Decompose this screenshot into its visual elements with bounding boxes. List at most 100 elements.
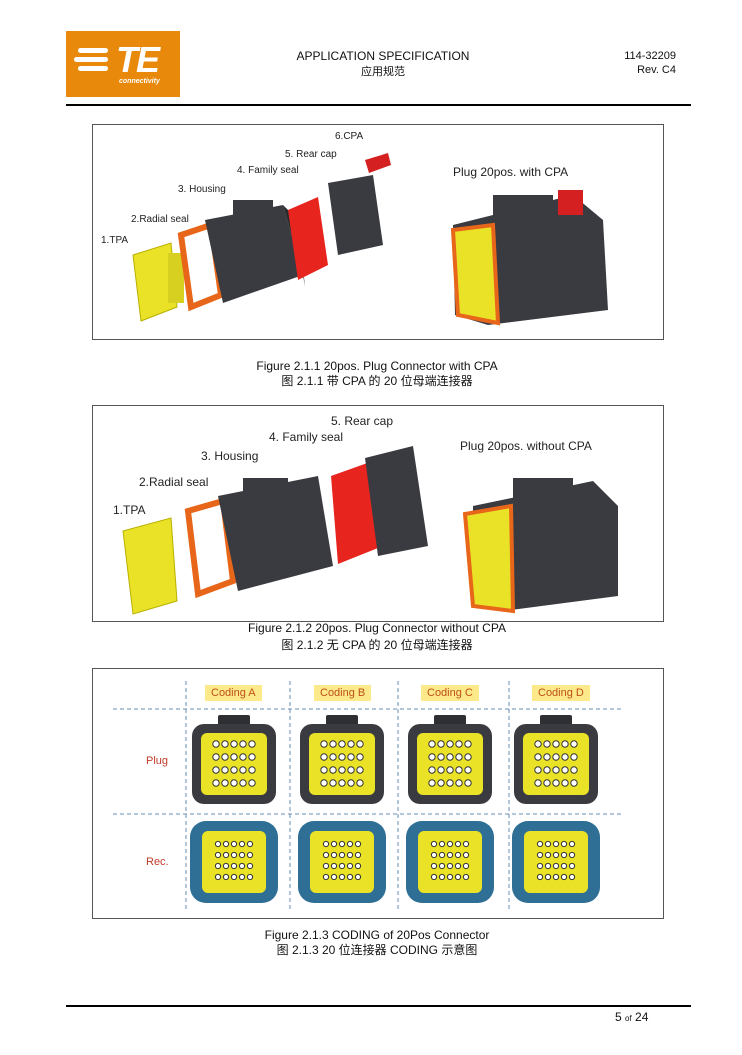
label-housing: 3. Housing — [201, 449, 259, 463]
pin-cavity — [428, 766, 436, 774]
pin-cavity — [239, 779, 247, 787]
pin-cavity — [222, 862, 230, 870]
pin-cavity — [329, 753, 337, 761]
column-coding-d: Coding D — [532, 685, 590, 701]
pin-cavity — [221, 753, 229, 761]
pin-cavity — [246, 840, 254, 848]
pin-cavity — [222, 873, 230, 881]
pin-cavity — [570, 766, 578, 774]
pin-cavity — [536, 873, 544, 881]
plug-tpa — [309, 733, 375, 795]
pin-cavity — [560, 873, 568, 881]
figure-1-caption-cn: 图 2.1.1 带 CPA 的 20 位母端连接器 — [281, 374, 473, 388]
pin-cavity — [347, 766, 355, 774]
pin-cavity — [347, 753, 355, 761]
pin-cavity — [430, 862, 438, 870]
pin-cavity — [552, 779, 560, 787]
pin-cavity — [230, 753, 238, 761]
figure-3: Coding A Coding B Coding C Coding D Plug… — [92, 668, 664, 919]
pin-cavity — [543, 766, 551, 774]
label-family-seal: 4. Family seal — [269, 430, 344, 444]
pin-cavity — [446, 740, 454, 748]
figure-3-caption-en: Figure 2.1.3 CODING of 20Pos Connector — [264, 928, 490, 942]
pin-cavity — [455, 740, 463, 748]
pin-cavity — [356, 779, 364, 787]
pin-cavity — [455, 766, 463, 774]
exploded-view-with-cpa — [132, 153, 608, 326]
label-tpa: 1.TPA — [101, 235, 129, 246]
pin-cavity — [338, 840, 346, 848]
label-radial-seal: 2.Radial seal — [139, 475, 209, 489]
pin-cavity — [437, 779, 445, 787]
pin-cavity — [534, 753, 542, 761]
pin-cavity — [346, 840, 354, 848]
pin-cavity — [320, 753, 328, 761]
pin-cavity — [560, 840, 568, 848]
doc-number: 114-32209 — [624, 50, 676, 62]
current-page: 5 — [615, 1010, 622, 1024]
pin-cavity — [356, 766, 364, 774]
pin-cavity — [238, 873, 246, 881]
pin-cavity — [462, 862, 470, 870]
pin-cavity — [552, 753, 560, 761]
label-housing: 3. Housing — [178, 184, 226, 195]
pin-cavity — [561, 779, 569, 787]
pin-cavity — [464, 753, 472, 761]
label-cpa: 6.CPA — [335, 131, 364, 142]
pin-cavity — [356, 753, 364, 761]
pin-cavity — [347, 740, 355, 748]
pin-cavity — [544, 851, 552, 859]
pin-cavity — [338, 779, 346, 787]
label-tpa: 1.TPA — [113, 503, 146, 517]
pin-cavity — [430, 851, 438, 859]
receptacle-tpa — [202, 831, 266, 893]
pin-cavity — [561, 753, 569, 761]
pin-cavity — [464, 740, 472, 748]
pin-cavity — [346, 873, 354, 881]
exploded-view-without-cpa — [122, 446, 618, 615]
pin-cavity — [446, 840, 454, 848]
pin-cavity — [230, 779, 238, 787]
pin-cavity — [568, 873, 576, 881]
pin-cavity — [322, 873, 330, 881]
of-text: of — [625, 1014, 632, 1023]
pin-cavity — [230, 740, 238, 748]
pin-cavity — [222, 840, 230, 848]
pin-cavity — [464, 766, 472, 774]
pin-cavity — [544, 840, 552, 848]
pin-cavity — [338, 766, 346, 774]
pin-cavity — [354, 840, 362, 848]
row-rec: Rec. — [146, 856, 169, 868]
receptacle-tpa — [524, 831, 588, 893]
pin-cavity — [239, 753, 247, 761]
pin-cavity — [330, 862, 338, 870]
pin-cavity — [560, 851, 568, 859]
pin-cavity — [543, 740, 551, 748]
plug-tpa — [523, 733, 589, 795]
pin-cavity — [438, 851, 446, 859]
pin-cavity — [230, 851, 238, 859]
doc-title-en: APPLICATION SPECIFICATION — [296, 49, 470, 63]
pin-cavity — [320, 779, 328, 787]
pin-cavity — [212, 753, 220, 761]
pin-cavity — [239, 740, 247, 748]
pin-cavity — [338, 862, 346, 870]
pin-cavity — [462, 873, 470, 881]
pin-cavity — [230, 873, 238, 881]
pin-cavity — [354, 873, 362, 881]
pin-cavity — [438, 873, 446, 881]
pin-cavity — [322, 862, 330, 870]
pin-cavity — [347, 779, 355, 787]
pin-cavity — [536, 840, 544, 848]
header-rule — [66, 104, 691, 106]
pin-cavity — [561, 740, 569, 748]
pin-cavity — [438, 862, 446, 870]
page-number: 5 of 24 — [615, 1010, 648, 1024]
figure-2-caption-en: Figure 2.1.2 20pos. Plug Connector witho… — [248, 621, 506, 635]
pin-cavity — [248, 740, 256, 748]
pin-cavity — [346, 862, 354, 870]
pin-cavity — [437, 766, 445, 774]
pin-cavity — [329, 740, 337, 748]
figure-3-caption-cn: 图 2.1.3 20 位连接器 CODING 示意图 — [276, 943, 478, 957]
pin-cavity — [322, 840, 330, 848]
